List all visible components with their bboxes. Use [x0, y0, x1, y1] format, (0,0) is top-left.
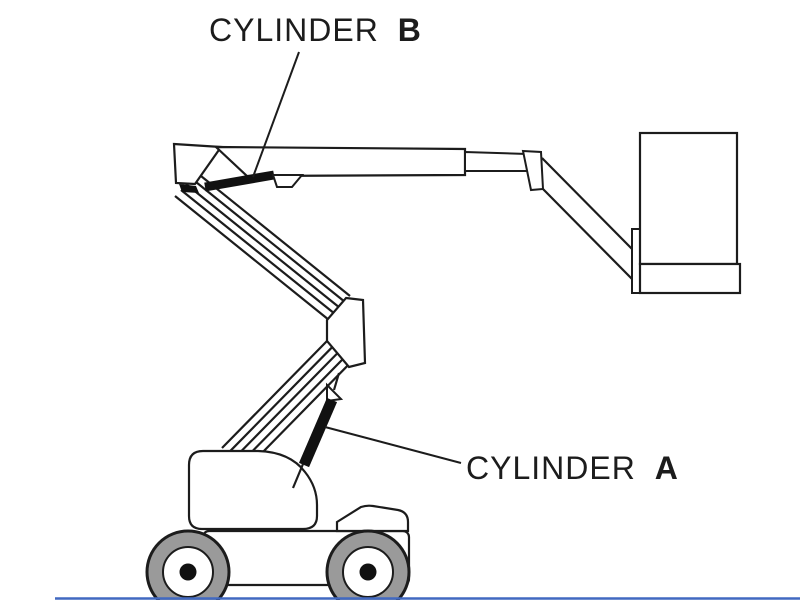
- label-cylinder-b: CYLINDER B: [209, 12, 422, 48]
- boom-head: [172, 142, 224, 186]
- cylinder-b-barrel: [204, 170, 275, 192]
- label-cylinder-b-letter: B: [398, 12, 422, 48]
- label-cylinder-a-letter: A: [655, 450, 679, 486]
- upper-boom-arm: [174, 171, 351, 321]
- basket-body: [638, 131, 739, 266]
- basket-base: [638, 262, 742, 295]
- main-boom: [213, 145, 467, 178]
- elbow-knuckle: [325, 296, 367, 369]
- cylinder-a-upper-rod: [332, 372, 341, 391]
- label-cylinder-b-word: CYLINDER: [209, 12, 379, 48]
- left-wheel-hub: [179, 563, 197, 581]
- cylinder-a-lower-rod: [291, 463, 305, 489]
- chassis-fender: [335, 504, 410, 533]
- label-cylinder-a: CYLINDER A: [466, 450, 679, 486]
- jib-link: [521, 149, 545, 192]
- lower-boom-arm: [221, 340, 350, 472]
- boom-fly-section: [464, 150, 528, 172]
- right-wheel-hub: [359, 563, 377, 581]
- platform-basket: [631, 131, 742, 295]
- cylinder-a-barrel: [298, 397, 338, 468]
- leader-line-cylinder-b: [252, 51, 300, 178]
- jib-arm: [541, 157, 635, 281]
- label-cylinder-a-word: CYLINDER: [466, 450, 636, 486]
- right-wheel: [325, 529, 411, 600]
- cylinder-b-clevis: [179, 184, 199, 193]
- leader-line-cylinder-a: [324, 426, 462, 464]
- cylinder-a-clevis: [326, 382, 344, 403]
- turntable-body: [187, 449, 319, 531]
- left-wheel: [145, 529, 231, 600]
- cylinder-a: [291, 372, 344, 489]
- cylinder-b: [179, 170, 305, 193]
- cylinder-b-mount-bracket: [271, 174, 305, 188]
